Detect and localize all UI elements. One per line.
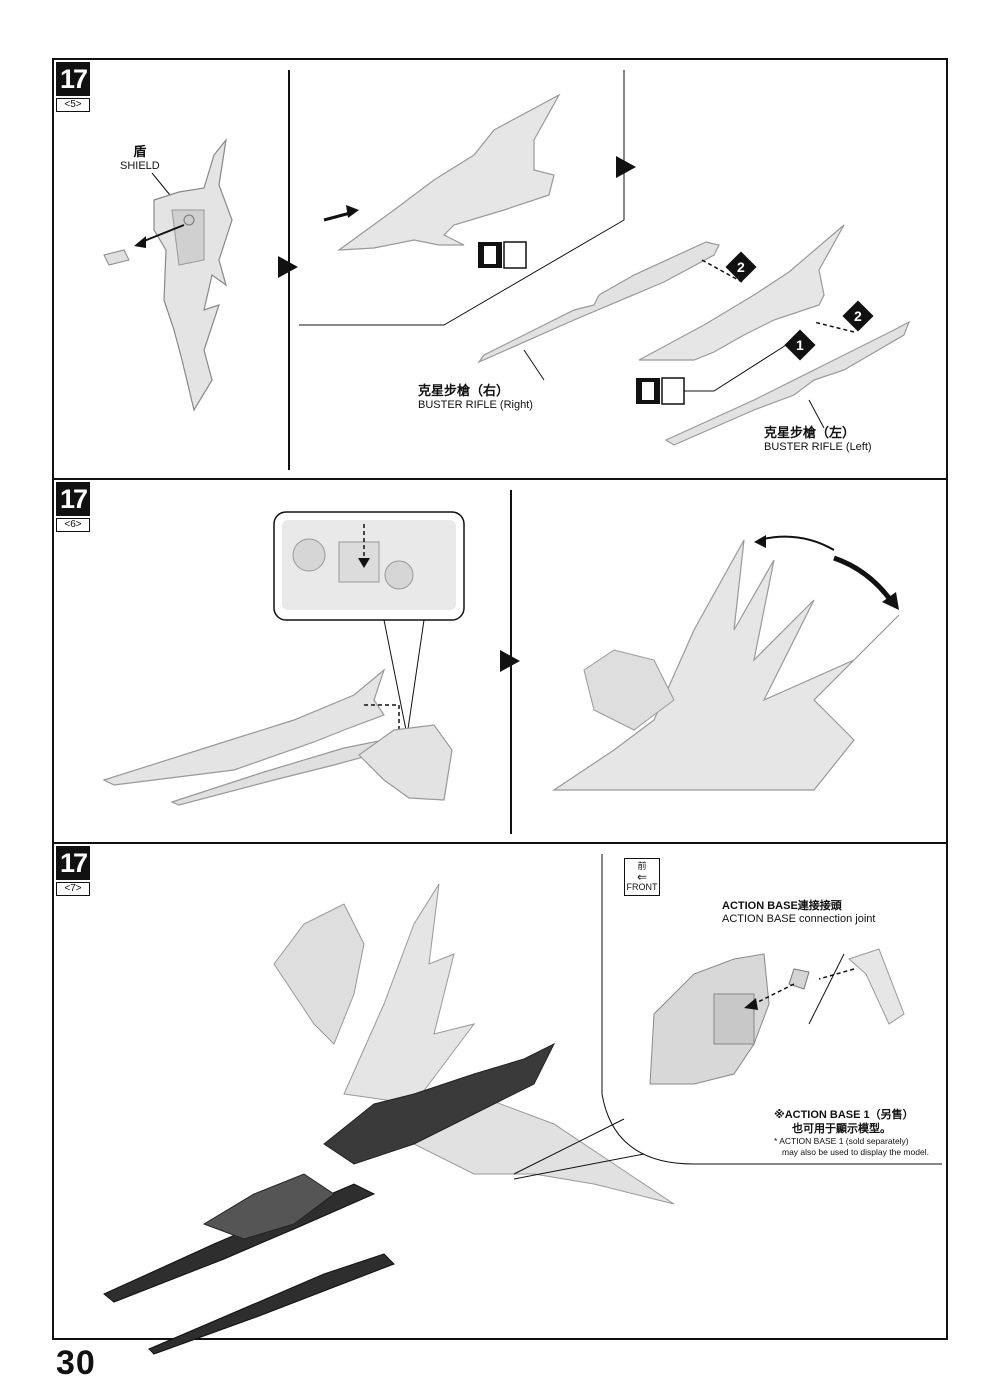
rifle-right-label: 克星步槍（右） BUSTER RIFLE (Right) <box>418 383 533 412</box>
shield-label-zh: 盾 <box>133 144 147 159</box>
mount-rifles-illustration <box>102 511 465 806</box>
rifle-assembly-illustration <box>299 70 911 446</box>
rifle-left-label: 克星步槍（左） BUSTER RIFLE (Left) <box>764 425 872 454</box>
step-badge: 17 <5> <box>56 62 90 112</box>
instruction-frame: 17 <5> 盾 SHIELD <box>52 58 948 1355</box>
front-label-en: FRONT <box>626 882 658 892</box>
step-17-6-panel: 17 <6> <box>54 480 946 844</box>
rifle-left-label-en: BUSTER RIFLE (Left) <box>764 441 872 453</box>
front-direction-icon: 前 ⇐ FRONT <box>624 858 660 896</box>
action-base-note: ※ACTION BASE 1（另售） 也可用于顯示模型。 * ACTION BA… <box>774 1108 929 1158</box>
wing-fold-illustration <box>552 535 900 791</box>
connection-joint-label: ACTION BASE連接接頭 ACTION BASE connection j… <box>722 900 875 926</box>
shield-illustration <box>103 137 233 412</box>
action-base-note-en-1: * ACTION BASE 1 (sold separately) <box>774 1136 909 1146</box>
step-17-7-panel: 17 <7> <box>54 844 946 1355</box>
rifle-right-label-en: BUSTER RIFLE (Right) <box>418 399 533 411</box>
front-label-zh: 前 <box>637 861 647 871</box>
step-17-5-panel: 17 <5> 盾 SHIELD <box>54 60 946 480</box>
step-number: 17 <box>56 846 90 880</box>
shield-label-en: SHIELD <box>120 160 160 172</box>
step-number: 17 <box>56 482 90 516</box>
action-base-note-zh-2: 也可用于顯示模型。 <box>792 1123 891 1135</box>
divider-line <box>510 490 512 834</box>
step-arrow <box>616 156 636 178</box>
step-number: 17 <box>56 62 90 96</box>
rifle-right-label-zh: 克星步槍（右） <box>418 383 510 398</box>
step-badge: 17 <7> <box>56 846 90 896</box>
rifle-left-label-zh: 克星步槍（左） <box>764 425 856 440</box>
connection-joint-label-zh: ACTION BASE連接接頭 <box>722 900 842 912</box>
connection-joint-label-en: ACTION BASE connection joint <box>722 913 876 925</box>
completed-model-illustration <box>103 854 942 1355</box>
page-number: 30 <box>56 1344 96 1382</box>
action-base-note-en-2: may also be used to display the model. <box>782 1147 929 1157</box>
step-badge: 17 <6> <box>56 482 90 532</box>
action-base-note-zh-1: ※ACTION BASE 1（另售） <box>774 1109 914 1121</box>
divider-line <box>288 70 290 470</box>
shield-label: 盾 SHIELD <box>120 144 160 173</box>
step-subnumber: <7> <box>56 882 90 896</box>
front-arrow-icon: ⇐ <box>636 870 648 884</box>
step-subnumber: <6> <box>56 518 90 532</box>
step-subnumber: <5> <box>56 98 90 112</box>
